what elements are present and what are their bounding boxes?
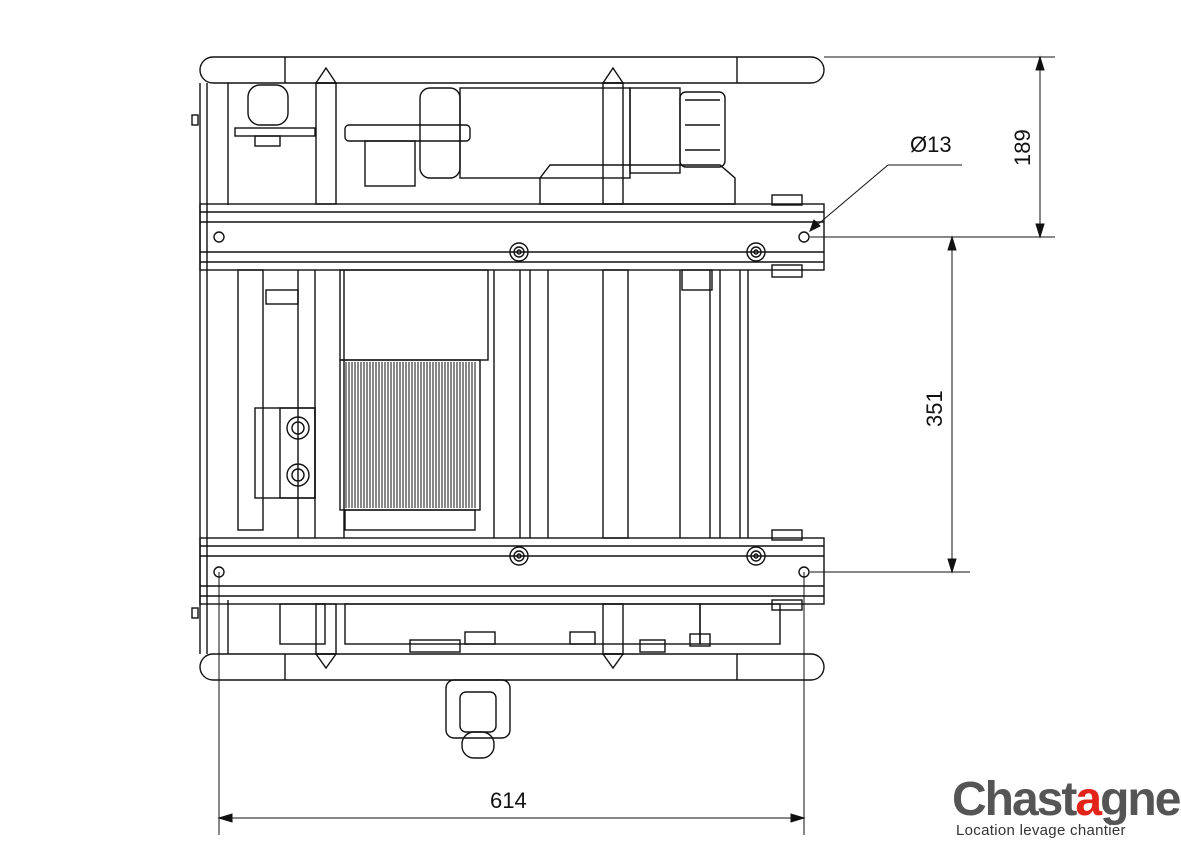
lower-assembly — [279, 603, 781, 653]
top-tube — [199, 56, 825, 84]
post-right — [601, 66, 625, 670]
mounting-hole — [798, 231, 810, 243]
lower-crossbeam — [199, 537, 825, 605]
top-gear-assembly — [234, 84, 736, 205]
bottom-tube — [199, 653, 825, 681]
logo-part1: Chast — [952, 773, 1077, 826]
company-logo: Chastagner Location levage chantier — [952, 774, 1181, 844]
inner-frame — [493, 194, 803, 611]
motor — [297, 269, 489, 538]
height-top-label: 189 — [1010, 129, 1035, 166]
mounting-hole — [213, 231, 225, 243]
logo-tagline: Location levage chantier — [956, 822, 1126, 839]
leader-hole-diameter — [809, 164, 962, 233]
spacing-vertical-label: 351 — [922, 390, 947, 427]
dim-614 — [217, 572, 806, 835]
logo-highlight: a — [1075, 773, 1102, 826]
hole-diameter-label: Ø13 — [910, 132, 952, 157]
width-bottom-label: 614 — [490, 788, 527, 813]
logo-part2: gner — [1100, 773, 1181, 826]
logo-wordmark: Chastagner — [952, 774, 1181, 826]
dim-351 — [810, 235, 970, 574]
upper-crossbeam — [199, 203, 825, 271]
junction-box — [254, 407, 316, 499]
bottom-handle — [445, 679, 511, 759]
post-left — [314, 66, 338, 670]
